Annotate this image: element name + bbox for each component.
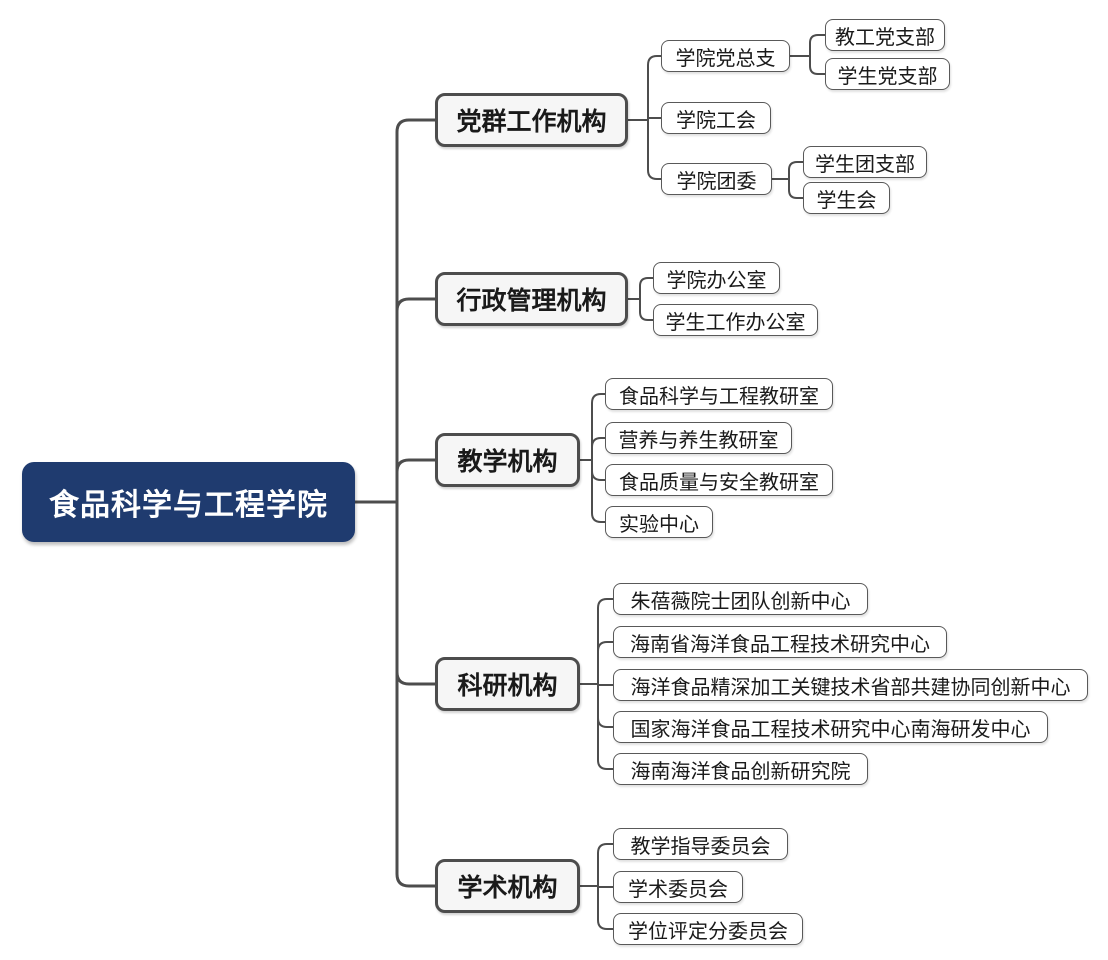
- sub-connectors: [580, 34, 825, 930]
- leaf-node-teaching-steering-committee[interactable]: 教学指导委员会: [613, 828, 788, 860]
- leaf-node-degree-evaluation-subcommittee[interactable]: 学位评定分委员会: [613, 913, 803, 945]
- leaf-node-student-league-branch[interactable]: 学生团支部: [803, 146, 927, 178]
- branch-node-teaching-org[interactable]: 教学机构: [435, 433, 580, 487]
- leaf-node-food-quality-safety-teaching-section[interactable]: 食品质量与安全教研室: [605, 464, 833, 496]
- branch-node-academic-org[interactable]: 学术机构: [435, 859, 580, 913]
- leaf-node-party-general-branch[interactable]: 学院党总支: [661, 40, 790, 72]
- leaf-node-hainan-marine-food-innovation-institute[interactable]: 海南海洋食品创新研究院: [613, 753, 868, 785]
- leaf-node-nutrition-health-teaching-section[interactable]: 营养与养生教研室: [605, 422, 792, 454]
- leaf-node-academic-committee[interactable]: 学术委员会: [613, 871, 743, 903]
- branch-node-research-org[interactable]: 科研机构: [435, 657, 580, 711]
- leaf-node-college-youth-league[interactable]: 学院团委: [661, 163, 772, 195]
- leaf-node-food-sci-eng-teaching-section[interactable]: 食品科学与工程教研室: [605, 378, 833, 410]
- leaf-node-hainan-marine-food-eng-center[interactable]: 海南省海洋食品工程技术研究中心: [613, 626, 947, 658]
- leaf-node-zhubeiwei-academician-innovation-center[interactable]: 朱蓓薇院士团队创新中心: [613, 583, 868, 615]
- leaf-node-national-marine-food-nanhai-center[interactable]: 国家海洋食品工程技术研究中心南海研发中心: [613, 711, 1048, 743]
- leaf-node-college-office[interactable]: 学院办公室: [653, 262, 780, 294]
- branch-node-party-mass-org[interactable]: 党群工作机构: [435, 93, 628, 147]
- leaf-node-student-affairs-office[interactable]: 学生工作办公室: [653, 304, 818, 336]
- leaf-node-college-labor-union[interactable]: 学院工会: [661, 102, 771, 134]
- root-node[interactable]: 食品科学与工程学院: [22, 462, 355, 542]
- leaf-node-faculty-party-branch[interactable]: 教工党支部: [825, 19, 945, 51]
- branch-node-admin-org[interactable]: 行政管理机构: [435, 272, 628, 326]
- leaf-node-marine-food-deep-processing-center[interactable]: 海洋食品精深加工关键技术省部共建协同创新中心: [613, 669, 1088, 701]
- leaf-node-student-union[interactable]: 学生会: [803, 182, 890, 214]
- leaf-node-experiment-center[interactable]: 实验中心: [605, 506, 713, 538]
- main-connectors: [355, 118, 435, 888]
- leaf-node-student-party-branch[interactable]: 学生党支部: [825, 58, 950, 90]
